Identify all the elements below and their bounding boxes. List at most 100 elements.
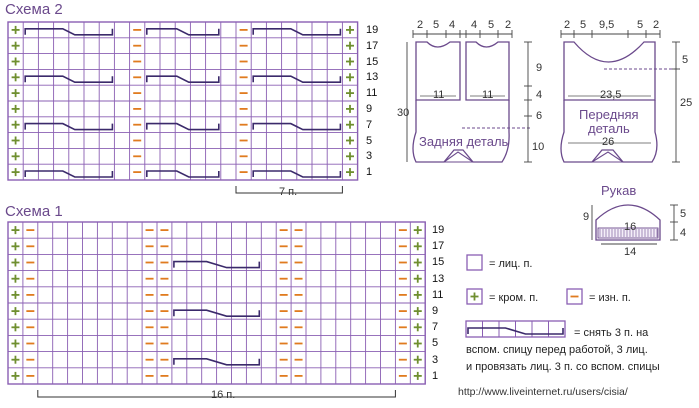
schema2-row-number: 5 bbox=[366, 134, 373, 147]
schema2-title: Схема 2 bbox=[5, 1, 63, 18]
front-right-dim-1: 5 bbox=[682, 54, 689, 66]
back-piece-label: Задняя деталь bbox=[419, 134, 509, 149]
back-right-dim-1: 9 bbox=[536, 62, 543, 74]
legend-plus-icon bbox=[470, 292, 479, 301]
schema1-edge-left bbox=[11, 290, 20, 299]
schema1-row-number: 17 bbox=[432, 240, 445, 253]
legend-cable-text-3: и провязать лиц. 3 п. со вспом. спицы bbox=[466, 361, 660, 373]
front-top-dim-5: 2 bbox=[653, 19, 660, 31]
schema2-edge-left bbox=[11, 168, 20, 177]
sleeve-cuff bbox=[597, 227, 659, 239]
legend-purl-text: = изн. п. bbox=[589, 292, 631, 304]
schema2-repeat-bracket bbox=[235, 186, 343, 194]
front-piece-outline bbox=[560, 41, 658, 163]
sleeve-label: Рукав bbox=[601, 183, 637, 198]
schema1-edge-left bbox=[11, 274, 20, 283]
schema2-edge-left bbox=[11, 57, 20, 66]
schema2-cable-0-0 bbox=[24, 28, 114, 36]
schema2-cable-6-0 bbox=[24, 122, 114, 131]
front-piece-label-2: деталь bbox=[588, 121, 630, 136]
schema1-row-number: 7 bbox=[432, 321, 439, 334]
legend-cable-text-1: = снять 3 п. на bbox=[574, 327, 649, 339]
schema2-row-number: 17 bbox=[366, 39, 379, 52]
schema1-edge-right bbox=[413, 339, 422, 348]
sleeve-right-dim-2: 4 bbox=[680, 227, 687, 239]
schema1-edge-left bbox=[11, 307, 20, 316]
schema2-cable-3-1 bbox=[146, 75, 220, 83]
back-width-right: 11 bbox=[482, 89, 494, 101]
schema2-edge-right bbox=[346, 120, 354, 129]
schema2-edge-right bbox=[346, 152, 354, 161]
legend-cable-symbol bbox=[467, 327, 564, 335]
schema2-edge-left bbox=[11, 152, 20, 161]
schema2-edge-right bbox=[346, 104, 354, 113]
schema2-row-number: 19 bbox=[366, 24, 379, 36]
schema1-edge-right bbox=[413, 355, 422, 364]
schema1-edge-left bbox=[11, 339, 20, 348]
sleeve-inner-width: 16 bbox=[624, 221, 637, 233]
legend-edge-box bbox=[466, 288, 483, 305]
schema2-cable-0-2 bbox=[252, 28, 342, 36]
schema2-cable-0-1 bbox=[146, 28, 220, 36]
schema2-edge-right bbox=[346, 25, 354, 34]
schema1-edge-right bbox=[413, 242, 422, 251]
schema1-cable-5 bbox=[173, 309, 261, 317]
schema1-edge-right bbox=[413, 323, 422, 332]
front-piece-label-1: Передняя bbox=[579, 107, 639, 122]
back-top-dim-3: 4 bbox=[449, 19, 456, 31]
schema2-row-number: 11 bbox=[366, 87, 378, 100]
schema2-cable-9-0 bbox=[24, 170, 114, 178]
schema1-edge-left bbox=[11, 258, 20, 267]
front-width-top: 23,5 bbox=[600, 89, 622, 101]
schema1-edge-left bbox=[11, 323, 20, 332]
schema2-edge-left bbox=[11, 136, 20, 145]
legend-purl-box bbox=[566, 288, 583, 305]
sleeve-right-dim-1: 5 bbox=[680, 208, 687, 220]
watermark-url: http://www.liveinternet.ru/users/cisia/ bbox=[458, 386, 628, 398]
schema2-edge-left bbox=[11, 104, 20, 113]
schema1-repeat-label: 16 п. bbox=[211, 389, 236, 401]
back-right-dim-3: 6 bbox=[536, 110, 543, 122]
schema2-edge-left bbox=[11, 120, 20, 129]
schema2-row-number: 9 bbox=[366, 103, 373, 115]
back-height-total: 30 bbox=[397, 107, 410, 119]
front-top-dim-1: 2 bbox=[564, 19, 571, 31]
schema2-edge-left bbox=[11, 41, 20, 50]
schema2-cable-6-2 bbox=[252, 122, 342, 131]
legend-knit-text: = лиц. п. bbox=[489, 258, 533, 270]
schema1-cable-2 bbox=[173, 260, 261, 269]
schema1-repeat-bracket bbox=[37, 390, 396, 398]
schema1-row-number: 19 bbox=[432, 224, 445, 236]
legend-edge-text: = кром. п. bbox=[489, 292, 539, 304]
schema2-cable-3-0 bbox=[24, 75, 114, 83]
sleeve-left-dim: 9 bbox=[583, 211, 590, 223]
sleeve-outline bbox=[595, 204, 661, 241]
schema1-edge-left bbox=[11, 242, 20, 251]
schema2-edge-right bbox=[346, 73, 354, 82]
back-right-dim-4: 10 bbox=[532, 141, 545, 153]
legend-cable-text-2: вспом. спицу перед работой, 3 лиц. bbox=[466, 344, 648, 356]
schema2-edge-right bbox=[346, 41, 354, 50]
schema2-edge-right bbox=[346, 57, 354, 66]
back-top-dim-1: 2 bbox=[417, 19, 424, 31]
schema1-row-number: 13 bbox=[432, 272, 445, 285]
schema1-edge-right bbox=[413, 307, 422, 316]
schema1-edge-right bbox=[413, 371, 422, 380]
schema1-cable-8 bbox=[173, 358, 261, 366]
schema1-row-number: 15 bbox=[432, 256, 445, 269]
schema1-row-number: 9 bbox=[432, 305, 439, 317]
schema1-edge-left bbox=[11, 226, 20, 235]
sleeve-bottom-width: 14 bbox=[624, 246, 637, 258]
schema2-row-number: 15 bbox=[366, 55, 379, 68]
back-top-dim-6: 2 bbox=[505, 19, 512, 31]
back-right-dim-2: 4 bbox=[536, 89, 543, 101]
schema1-row-number: 11 bbox=[432, 288, 444, 301]
schema2-edge-right bbox=[346, 168, 354, 177]
schema1-edge-left bbox=[11, 371, 20, 380]
schema1-edge-right bbox=[413, 258, 422, 267]
schema2-row-number: 7 bbox=[366, 118, 373, 131]
schema1-grid bbox=[7, 221, 426, 385]
schema1-edge-right bbox=[413, 274, 422, 283]
